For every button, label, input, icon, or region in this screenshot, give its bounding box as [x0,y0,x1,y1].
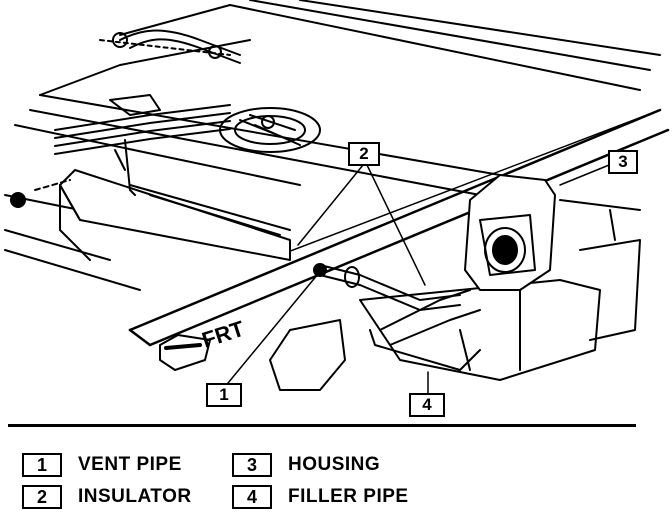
legend-label: HOUSING [288,454,381,475]
legend-number: 4 [232,485,272,509]
vent-pipe-assembly [313,263,461,311]
callout-3: 3 [608,150,638,174]
filler-pipe [369,289,481,371]
fuel-tank [59,169,641,391]
front-arrow-icon [159,334,211,371]
legend-divider [8,424,636,427]
strap-bolt [10,179,71,208]
legend-label: VENT PIPE [78,454,182,475]
legend-label: INSULATOR [78,486,192,507]
fuel-tank-illustration: FRT [4,0,670,396]
callout-2: 2 [348,142,380,166]
callout-1: 1 [206,383,242,407]
legend-item-insulator: 2 INSULATOR [22,484,192,510]
callout-4: 4 [409,393,445,417]
floor-pan [4,0,661,291]
legend-number: 3 [232,453,272,477]
legend-number: 1 [22,453,62,477]
frame-rail [128,108,670,347]
legend-item-filler-pipe: 4 FILLER PIPE [232,484,409,510]
legend-item-vent-pipe: 1 VENT PIPE [22,452,182,478]
legend-label: FILLER PIPE [288,486,409,507]
leader-lines [227,162,615,396]
legend-number: 2 [22,485,62,509]
housing [464,174,556,291]
vent-lines [54,29,241,196]
legend-item-housing: 3 HOUSING [232,452,380,478]
sending-unit [219,107,321,153]
